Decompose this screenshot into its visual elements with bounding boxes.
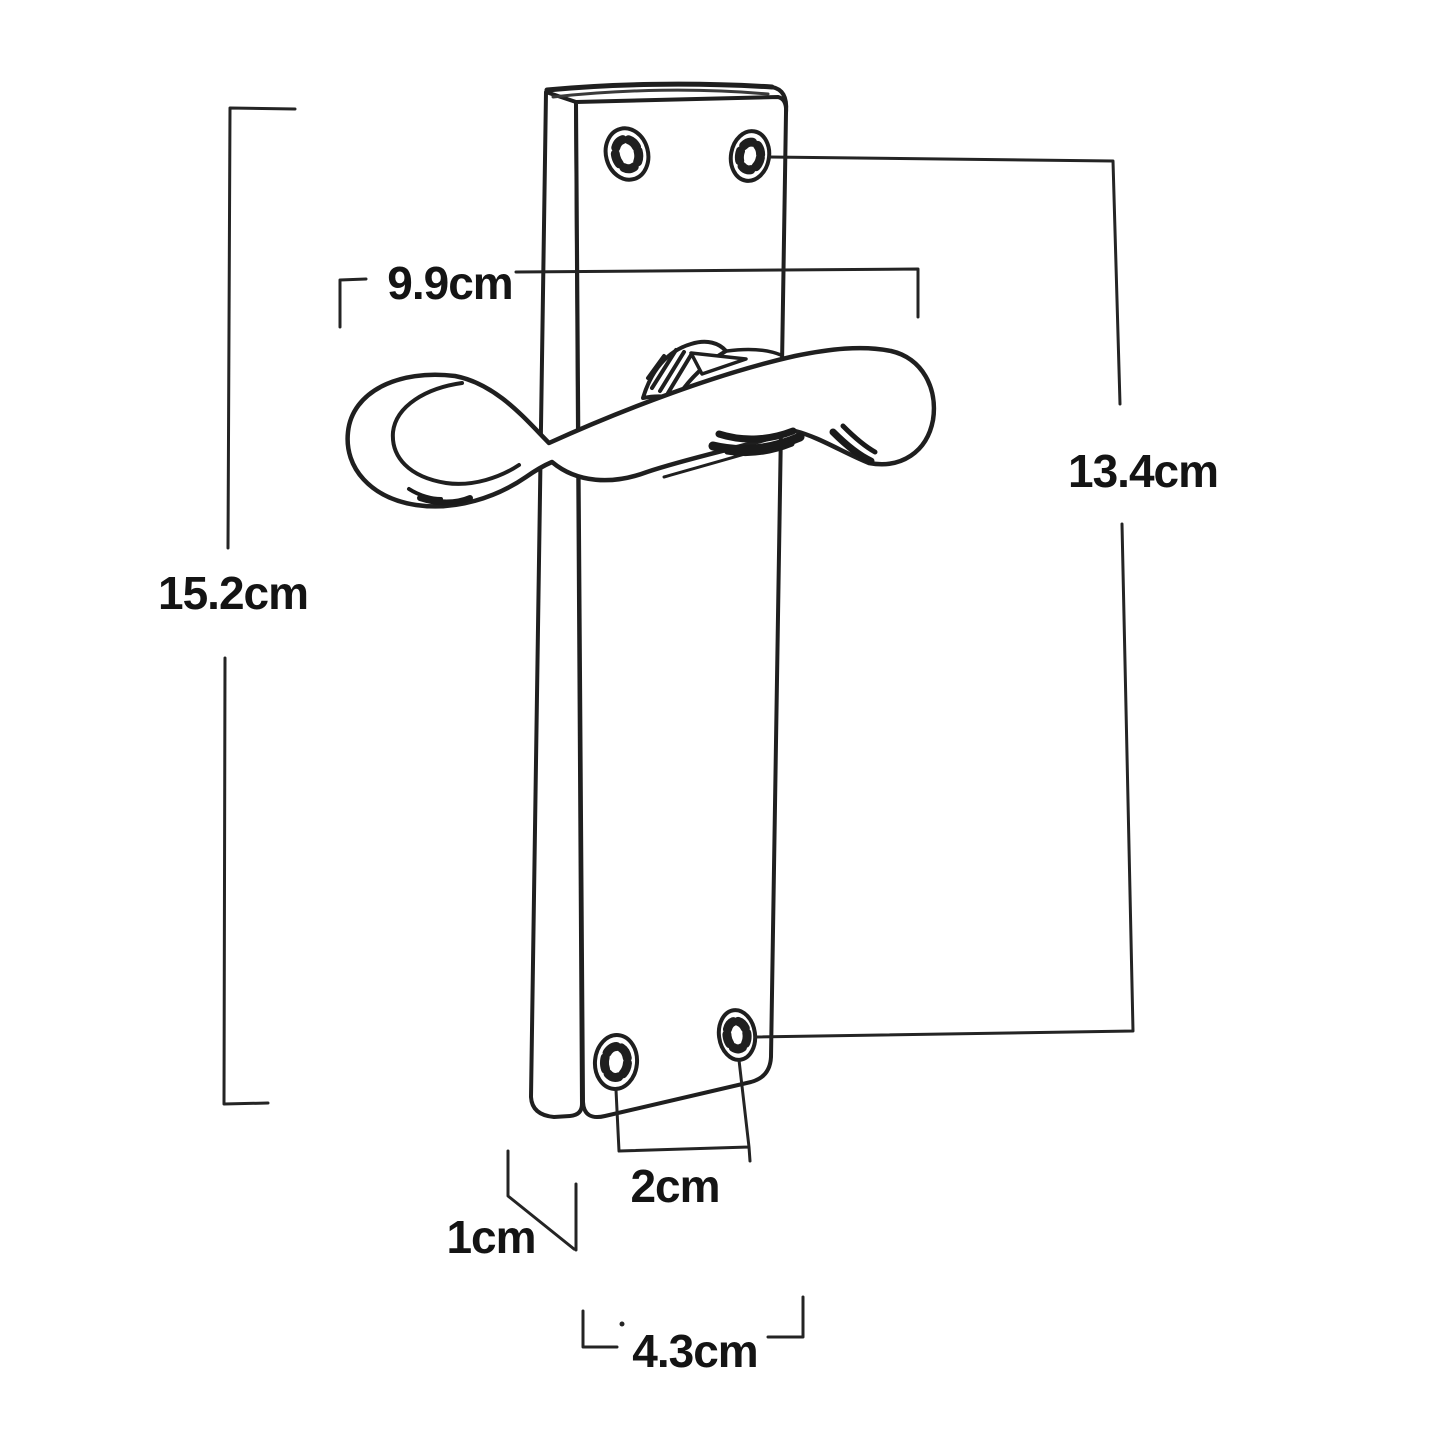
dim-plate-width-dot (619, 1321, 625, 1327)
dim-line-plate-height (222, 106, 297, 1106)
dim-line-plate-thickness (506, 1149, 578, 1252)
dim-label-screw-spacing-horizontal: 2cm (630, 1160, 720, 1212)
screw-slot-pattern (599, 1042, 633, 1082)
lever-shadow-hatching (407, 423, 878, 506)
dim-line-screw-horizontal (614, 1058, 752, 1163)
lever-neck-hatching (646, 348, 693, 395)
screw-top-right (728, 129, 772, 183)
backplate (529, 81, 789, 1119)
dim-line-plate-width (581, 1295, 805, 1349)
backplate-top-edge-outer (544, 81, 775, 93)
dim-label-plate-width: 4.3cm (632, 1325, 758, 1377)
backplate-top-edge-scribble (551, 88, 770, 99)
dim-label-plate-thickness: 1cm (446, 1211, 536, 1263)
screw-top-left (603, 126, 651, 182)
dim-label-plate-height: 15.2cm (157, 567, 309, 619)
screw-slot-pattern (610, 134, 644, 174)
backplate-front-face (574, 95, 789, 1119)
lever-scroll-inner-curl (390, 381, 521, 486)
backplate-side-face (529, 90, 584, 1119)
dim-line-screw-vertical (753, 155, 1135, 1039)
screw-slot-pattern (734, 137, 766, 175)
dim-label-handle-width: 9.9cm (387, 257, 513, 309)
lever-handle (345, 339, 937, 509)
dim-line-handle-width (338, 267, 920, 329)
dimension-lines (222, 106, 1135, 1349)
dim-label-screw-spacing-vertical: 13.4cm (1067, 445, 1219, 497)
screw-bottom-right (716, 1008, 758, 1062)
backplate-top-right-corner (770, 85, 789, 114)
screw-slot-pattern (722, 1016, 752, 1054)
lever-neck-highlight (689, 351, 748, 376)
lever-collar-line (725, 347, 783, 357)
screw-bottom-left (592, 1033, 640, 1091)
